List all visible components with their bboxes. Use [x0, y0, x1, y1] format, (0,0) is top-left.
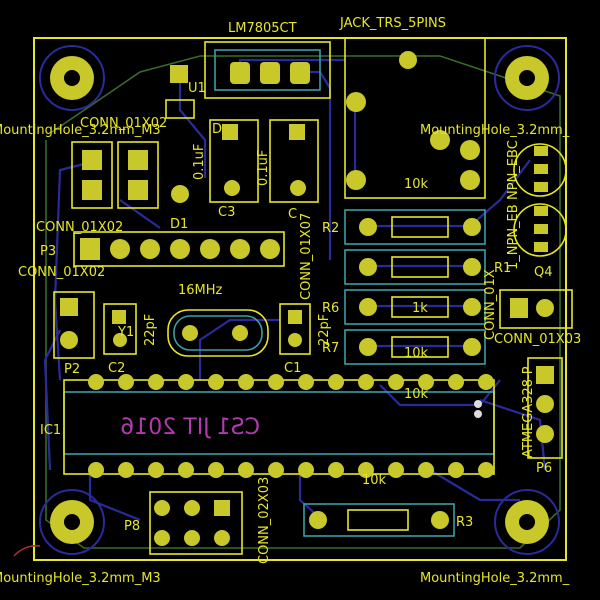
connector-01x02-a — [71, 141, 113, 209]
label-p2: P2 — [64, 362, 80, 377]
resistor-r3 — [303, 503, 455, 537]
label-r6: R6 — [322, 301, 339, 316]
label-p6: P6 — [536, 461, 552, 476]
mounting-hole-top-right — [494, 45, 560, 111]
diode-d — [165, 65, 195, 203]
label-conn-02x03: CONN_02X03 — [257, 477, 272, 564]
label-mh-tr: MountingHole_3.2mm_ — [420, 123, 570, 138]
resistor-r1 — [344, 249, 486, 285]
label-conn-01x07: CONN_01X07 — [299, 213, 314, 300]
regulator-u1 — [204, 41, 331, 99]
label-ic1: IC1 — [40, 423, 61, 438]
label-p3: P3 — [40, 244, 56, 259]
label-conn-side: CONN_01X — [483, 269, 498, 340]
label-r-1k: 1k — [412, 301, 428, 316]
header-p8 — [149, 491, 243, 555]
resistor-r2 — [344, 209, 486, 245]
label-jack: JACK_TRS_5PINS — [339, 16, 446, 31]
capacitor-c2 — [103, 303, 137, 355]
label-22pf-right: 22pF — [317, 314, 332, 346]
mounting-hole-bottom-left — [39, 489, 105, 555]
courtyard-arc — [13, 545, 41, 557]
label-d1: D1 — [170, 217, 188, 232]
capacitor-c3 — [209, 119, 259, 203]
label-r-10k-b: 10k — [404, 387, 429, 402]
label-y1: Y1 — [117, 325, 134, 340]
label-c1: C1 — [284, 361, 301, 376]
label-c3: C3 — [218, 205, 235, 220]
label-d: D — [212, 122, 222, 137]
connector-01x02-b — [117, 141, 159, 209]
label-crystal: 16MHz — [178, 283, 223, 298]
label-conn-01x02-mid: CONN_01X02 — [36, 220, 123, 235]
resistor-r7 — [344, 329, 486, 365]
label-regulator: LM7805CT — [228, 21, 297, 36]
header-p3 — [73, 231, 285, 267]
label-r1: R1 — [494, 261, 511, 276]
label-conn-01x02-left: CONN_01X02 — [18, 265, 105, 280]
audio-jack — [344, 37, 486, 199]
transistor-q4 — [513, 203, 567, 257]
label-cap2-value: 0.1uF — [256, 150, 271, 186]
label-r2: R2 — [322, 221, 339, 236]
resistor-r6 — [344, 289, 486, 325]
label-mh-tl: MountingHole_3.2mm_M3 — [0, 123, 161, 138]
label-conn-01x02-top: CONN_01X02 — [80, 116, 167, 131]
label-r-10k-a: 10k — [404, 346, 429, 361]
label-u1: U1 — [188, 81, 206, 96]
label-c2: C2 — [108, 361, 125, 376]
mounting-hole-bottom-right — [494, 489, 560, 555]
label-p8: P8 — [124, 519, 140, 534]
label-r7: R7 — [322, 341, 339, 356]
capacitor-c — [269, 119, 319, 203]
crystal-y1 — [167, 309, 269, 357]
label-22pf-left: 22pF — [143, 314, 158, 346]
label-r-10k-top: 10k — [404, 177, 429, 192]
label-r3: R3 — [456, 515, 473, 530]
label-mh-br: MountingHole_3.2mm_ — [420, 571, 570, 586]
connector-p2 — [53, 291, 95, 359]
connector-01x03 — [499, 289, 573, 329]
label-npn-2: 1_NPN_EB — [506, 204, 521, 270]
ic1-atmega — [63, 374, 495, 478]
capacitor-c1 — [279, 303, 311, 355]
label-npn-1: NPN_EBC — [506, 140, 521, 200]
label-mh-bl: MountingHole_3.2mm_M3 — [0, 571, 161, 586]
label-conn-01x03: CONN_01X03 — [494, 332, 581, 347]
label-cap1-value: 0.1uF — [192, 144, 207, 180]
connector-p6 — [527, 357, 563, 459]
board-edge — [33, 37, 567, 561]
label-atmega: ATMEGA328-P — [521, 366, 536, 458]
mirrored-copyright-text: CS1 JIT 2016 — [120, 415, 260, 440]
label-c-partial: C — [288, 207, 297, 222]
label-q4: Q4 — [534, 265, 553, 280]
mounting-hole-top-left — [39, 45, 105, 111]
label-r-10k-c: 10k — [362, 473, 387, 488]
transistor-npn-1 — [513, 143, 567, 197]
